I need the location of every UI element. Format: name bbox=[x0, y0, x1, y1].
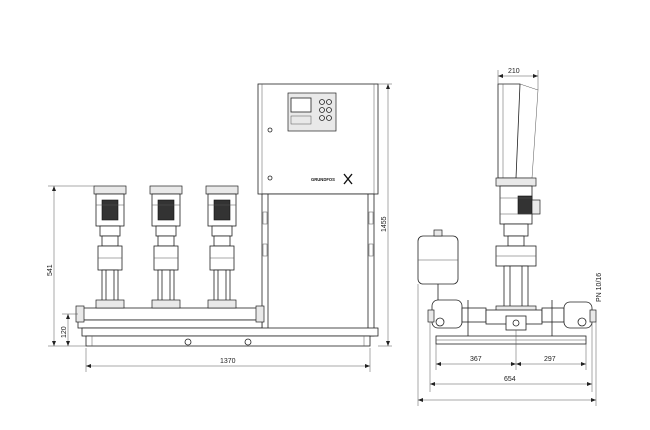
pump-2 bbox=[149, 185, 183, 309]
side-manifold bbox=[427, 299, 597, 336]
controller-display bbox=[290, 97, 312, 113]
diaphragm-tank bbox=[417, 229, 459, 300]
dim-side-right-offset: 297 bbox=[544, 356, 556, 363]
front-view: GRUNDFOS bbox=[47, 83, 392, 372]
pump-3 bbox=[205, 185, 239, 309]
cabinet-stand bbox=[261, 193, 375, 337]
front-dimensions: 1370 1455 541 120 bbox=[47, 83, 392, 372]
side-motor bbox=[495, 177, 541, 247]
dim-side-left-offset: 367 bbox=[470, 356, 482, 363]
pump-1 bbox=[93, 185, 127, 309]
grundfos-logo: GRUNDFOS bbox=[311, 173, 353, 185]
side-view: 210 PN 10/16 367 297 654 bbox=[417, 68, 603, 406]
side-base bbox=[435, 335, 587, 345]
logo-text: GRUNDFOS bbox=[311, 177, 335, 182]
side-dimensions: 210 PN 10/16 367 297 654 bbox=[417, 68, 603, 406]
control-cabinet: GRUNDFOS bbox=[257, 83, 379, 195]
dim-side-width: 654 bbox=[504, 376, 516, 383]
dim-side-top-width: 210 bbox=[508, 68, 520, 75]
base-frame bbox=[75, 305, 379, 347]
side-pump-body bbox=[495, 245, 537, 317]
side-cabinet bbox=[497, 83, 539, 179]
dim-front-height-total: 1455 bbox=[381, 216, 388, 232]
dim-front-height-base: 120 bbox=[61, 326, 68, 338]
dim-front-width: 1370 bbox=[220, 358, 236, 365]
dim-side-flange-label: PN 10/16 bbox=[596, 273, 603, 302]
dim-front-height-inlet: 541 bbox=[47, 264, 54, 276]
